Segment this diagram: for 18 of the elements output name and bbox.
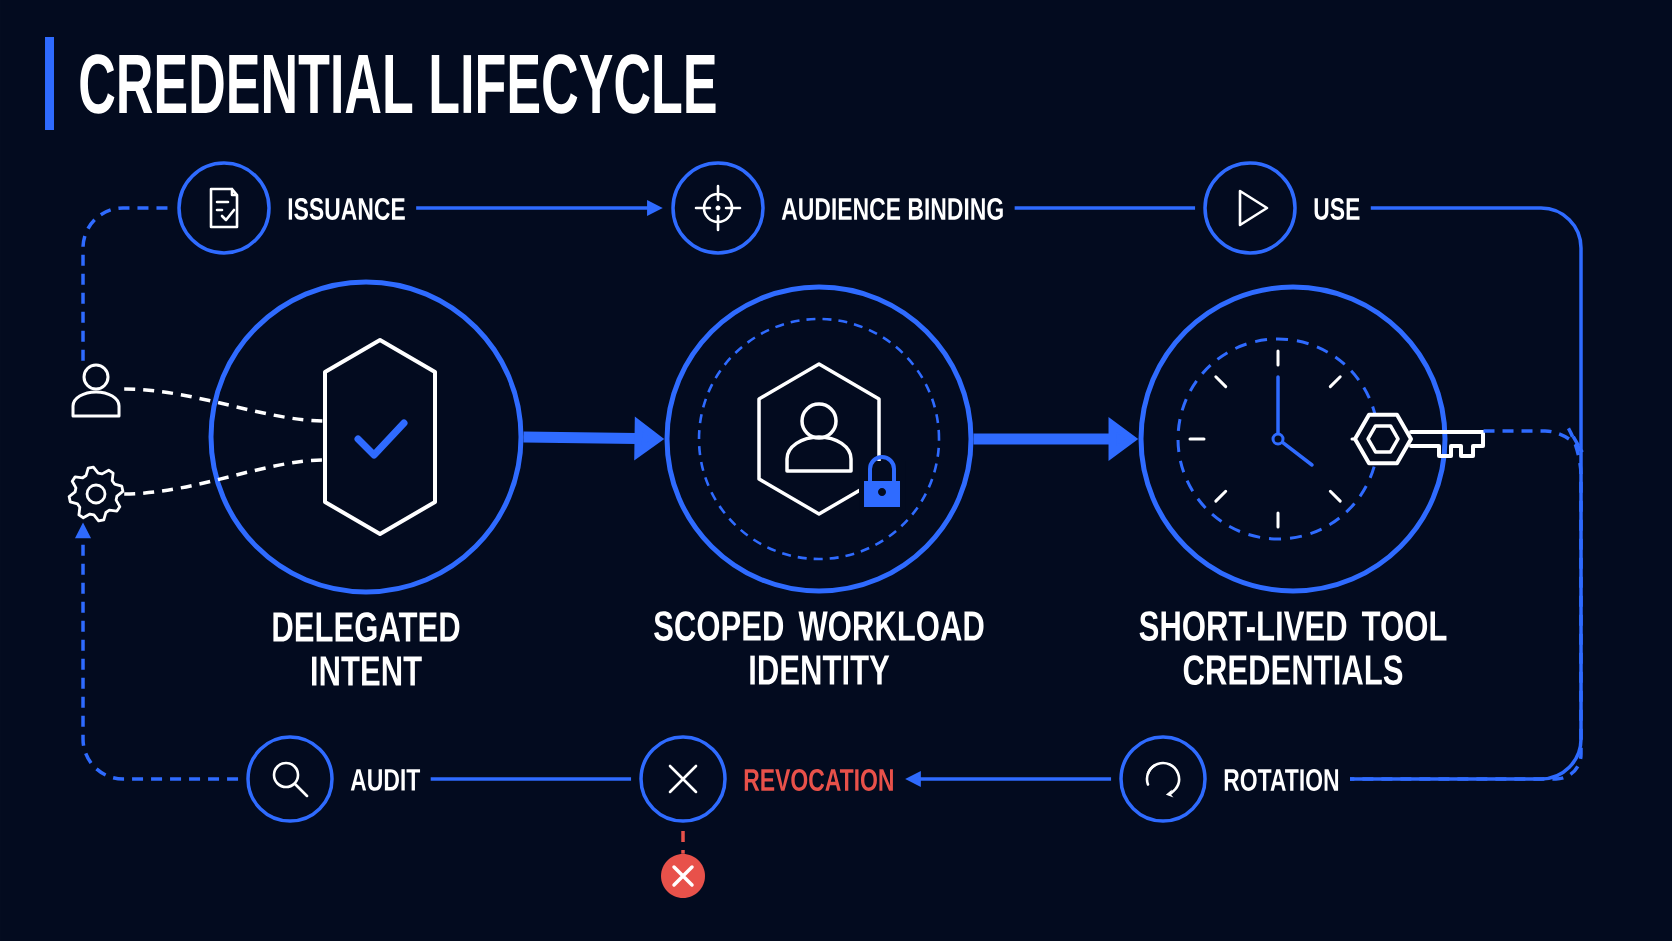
connector-line [1014, 206, 1196, 210]
connector-line [1350, 426, 1585, 781]
step-label: AUDIT [350, 769, 421, 791]
step-label: AUDIENCE BINDING [781, 198, 1003, 220]
stage-label: DELEGATED INTENT [273, 612, 460, 686]
step-label: ISSUANCE [288, 198, 405, 220]
gear-icon [67, 465, 125, 523]
stage-label: SHORT-LIVED TOOL CREDENTIALS [1139, 611, 1447, 685]
step-label: REVOCATION [744, 769, 893, 791]
step-label: ROTATION [1224, 769, 1339, 791]
person-icon [71, 363, 121, 418]
connector-line [430, 777, 632, 781]
title: CREDENTIAL LIFECYCLE [80, 54, 716, 114]
stage-label: SCOPED WORKLOAD IDENTITY [654, 611, 984, 685]
step-label: USE [1314, 198, 1360, 220]
error-badge [661, 854, 705, 898]
connector-line [681, 830, 685, 854]
connector-line [81, 206, 170, 361]
